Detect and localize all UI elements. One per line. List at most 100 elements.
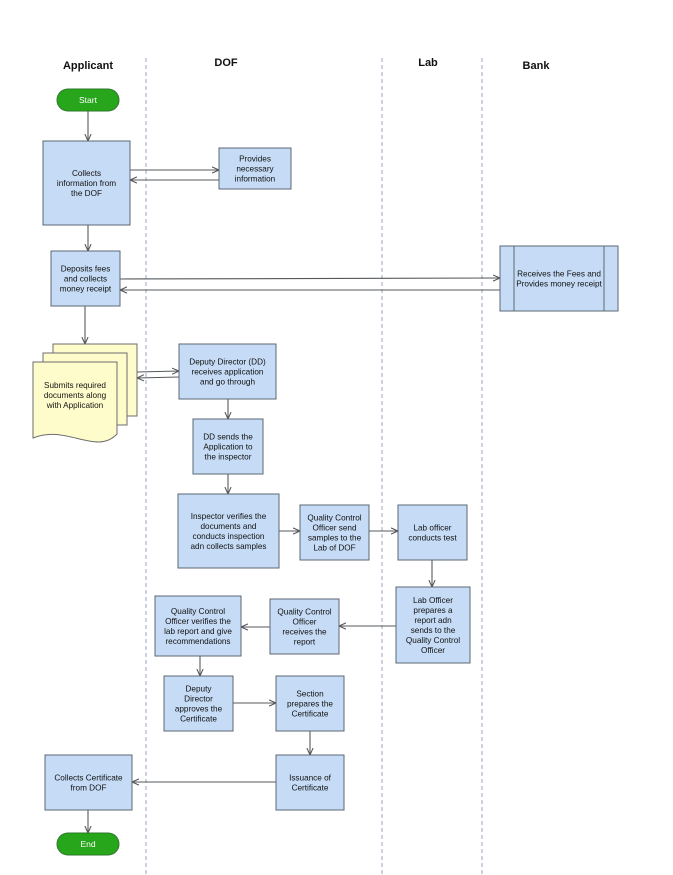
issuance-label-line: Certificate xyxy=(292,784,329,793)
section-prepares-label-line: prepares the xyxy=(287,700,333,709)
lane-title-bank: Bank xyxy=(523,60,551,72)
section-prepares-label-line: Certificate xyxy=(292,710,329,719)
lab-report-label-line: report adn xyxy=(414,616,452,625)
node-end: End xyxy=(56,832,120,856)
start-label-line: Start xyxy=(79,95,98,105)
lab-report-label-line: Officer xyxy=(421,646,445,655)
dd-sends-label-line: DD sends the xyxy=(203,433,253,442)
submits-docs-label-line: with Application xyxy=(46,401,104,410)
inspector-verifies-label-line: Inspector verifies the xyxy=(191,512,267,521)
qco-receives-label-line: receives the xyxy=(282,628,327,637)
qco-verifies-shape xyxy=(154,595,242,657)
dd-receives-label-line: Deputy Director (DD) xyxy=(189,358,266,367)
provides-info-label-line: necessary xyxy=(236,165,274,174)
dd-sends-label-line: the inspector xyxy=(205,453,252,462)
collects-cert-shape xyxy=(44,754,133,811)
lane-title-applicant: Applicant xyxy=(63,60,113,72)
connectors xyxy=(85,111,500,833)
deposits-fees-label-line: money receipt xyxy=(60,285,112,294)
dd-sends-label-line: Application to xyxy=(203,443,253,452)
node-start: Start xyxy=(56,88,120,112)
qco-receives-label-line: report xyxy=(294,638,316,647)
dd-approves-label-line: Deputy xyxy=(186,685,213,694)
issuance-shape xyxy=(275,754,345,811)
connector-deposits-fees-to-bank-receives xyxy=(119,278,500,279)
deposits-fees-label-line: Deposits fees xyxy=(61,265,111,274)
node-dd-receives: Deputy Director (DD)receives application… xyxy=(178,343,277,400)
lane-dividers xyxy=(145,58,483,875)
lab-report-label-line: Lab Officer xyxy=(413,596,453,605)
qco-sends-label-line: Officer send xyxy=(313,524,357,533)
qco-verifies-label-line: recommendations xyxy=(165,637,230,646)
collects-info-shape xyxy=(42,140,131,226)
provides-info-label-line: Provides xyxy=(239,155,271,164)
qco-receives-shape xyxy=(269,598,340,655)
submits-docs-label-line: documents along xyxy=(44,391,107,400)
qco-sends-label-line: Quality Control xyxy=(307,514,361,523)
lab-test-label-line: conducts test xyxy=(408,534,457,543)
bank-receives-label-line: Provides money receipt xyxy=(516,280,602,289)
end-label-line: End xyxy=(80,839,95,849)
connector-submits-docs-to-dd-receives xyxy=(136,371,179,372)
section-prepares-shape xyxy=(275,675,345,732)
start-terminal-shape xyxy=(56,88,120,112)
dd-approves-label-line: approves the xyxy=(175,705,223,714)
collects-cert-label-line: Collects Certificate xyxy=(54,774,123,783)
lab-test-label-line: Lab officer xyxy=(413,524,451,533)
qco-verifies-label-line: Quality Control xyxy=(171,607,225,616)
deposits-fees-shape xyxy=(50,250,121,307)
inspector-verifies-label-line: documents and xyxy=(201,522,257,531)
lab-test-shape xyxy=(397,504,468,561)
deposits-fees-label-line: and collects xyxy=(64,275,107,284)
collects-info-label-line: Collects xyxy=(72,169,101,178)
lane-title-dof: DOF xyxy=(214,57,238,69)
section-prepares-label-line: Section xyxy=(296,690,324,699)
submits-docs-label-line: Submits required xyxy=(44,381,106,390)
dd-sends-shape xyxy=(192,418,264,475)
dd-approves-shape xyxy=(163,675,234,732)
lane-title-lab: Lab xyxy=(418,57,438,69)
dd-approves-label-line: Director xyxy=(184,695,213,704)
submits-docs-page-3 xyxy=(32,361,118,443)
lab-report-label-line: sends to the xyxy=(411,626,456,635)
qco-sends-label-line: samples to the xyxy=(308,534,362,543)
collects-info-label-line: information from xyxy=(57,179,116,188)
lab-report-label-line: prepares a xyxy=(413,606,453,615)
inspector-verifies-shape xyxy=(177,493,280,569)
connector-dd-receives-to-submits-docs xyxy=(137,377,180,378)
issuance-label-line: Issuance of xyxy=(289,774,332,783)
lane-titles: Applicant DOF Lab Bank xyxy=(63,57,550,72)
qco-sends-shape xyxy=(299,504,370,561)
qco-sends-label-line: Lab of DOF xyxy=(313,544,355,553)
lab-report-shape xyxy=(395,586,471,664)
provides-info-label-line: information xyxy=(235,175,276,184)
dd-receives-label-line: receives application xyxy=(192,368,264,377)
end-terminal-shape xyxy=(56,832,120,856)
bank-receives-label-line: Receives the Fees and xyxy=(517,270,601,279)
inspector-verifies-label-line: conducts inspection xyxy=(193,532,265,541)
qco-verifies-label-line: lab report and give xyxy=(164,627,232,636)
qco-receives-label-line: Quality Control xyxy=(277,608,331,617)
dd-approves-label-line: Certificate xyxy=(180,715,217,724)
provides-info-shape xyxy=(218,147,292,190)
collects-cert-label-line: from DOF xyxy=(71,784,107,793)
dd-receives-shape xyxy=(178,343,277,400)
collects-info-label-line: the DOF xyxy=(71,189,102,198)
qco-verifies-label-line: Officer verifies the xyxy=(165,617,231,626)
